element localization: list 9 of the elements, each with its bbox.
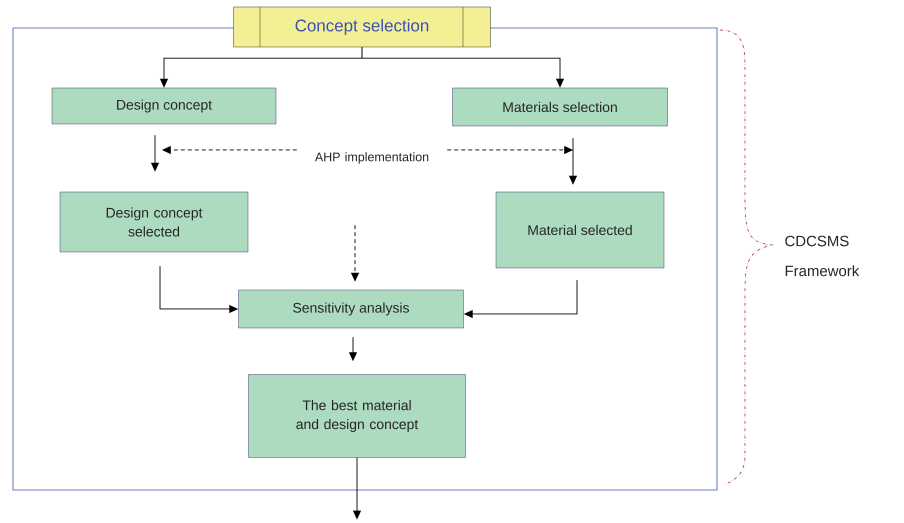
start-box: Concept selection bbox=[233, 6, 491, 48]
process-box: Material selected bbox=[496, 192, 664, 268]
process-box: The best material and design concept bbox=[248, 374, 466, 458]
brace-label: CDCSMS Framework bbox=[785, 236, 860, 276]
process-box: Design concept selected bbox=[60, 192, 248, 252]
method-label: AHP implementation bbox=[314, 152, 428, 164]
process-box: Sensitivity analysis bbox=[238, 290, 464, 328]
process-box: Design concept bbox=[52, 88, 276, 124]
process-box: Materials selection bbox=[452, 88, 668, 126]
